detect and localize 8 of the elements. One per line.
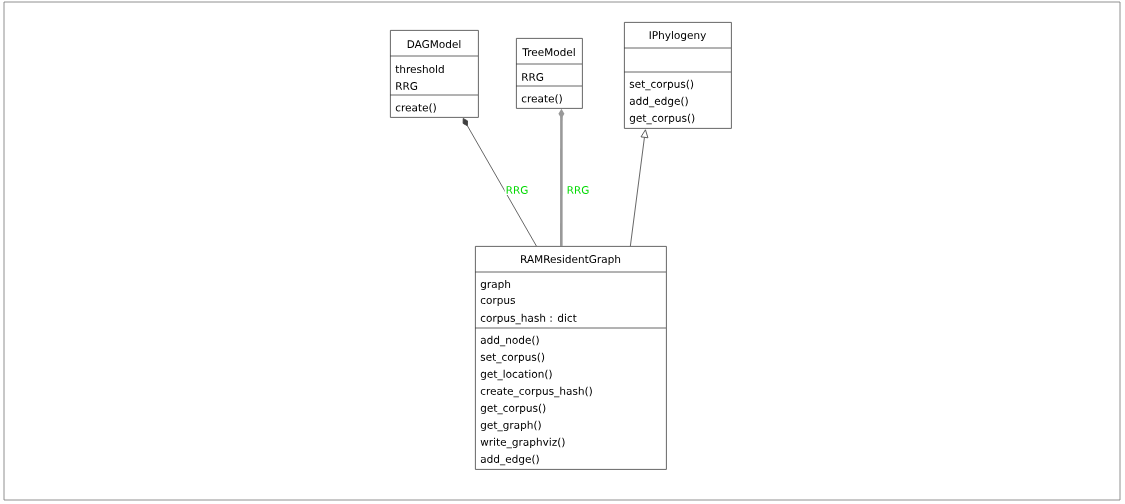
class-box: IPhylogeny set_corpus() add_edge() get_corpus() [623, 22, 732, 129]
edge-label: RRG [565, 185, 591, 195]
class-box: TreeModel RRG create() [515, 38, 583, 109]
class-box: DAGModel threshold RRG create() [389, 30, 479, 118]
connector [629, 129, 649, 247]
connector [462, 118, 537, 247]
edge-label: RRG [504, 185, 530, 195]
class-box: RAMResidentGraph graph corpus corpus_hash : dict add_node() set_corpus() get_location() create_corpus_hash() get_corpus() get_graph() write_graphviz() add_edge() [474, 246, 667, 470]
